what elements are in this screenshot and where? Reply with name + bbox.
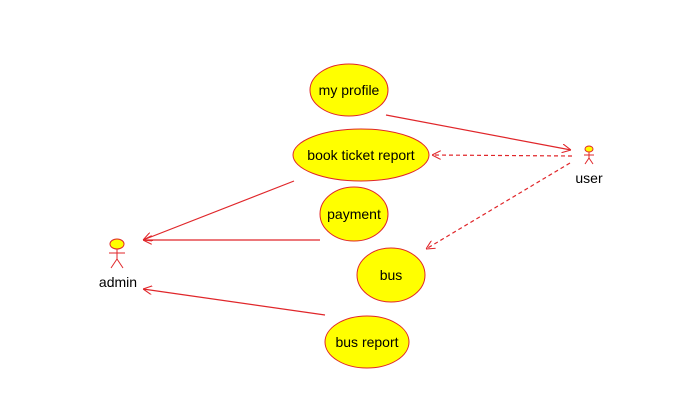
relation-user-to-book-ticket-report — [432, 155, 573, 156]
admin-actor-icon[interactable] — [109, 238, 125, 269]
relation-bus-report-to-admin — [143, 289, 326, 316]
relation-user-to-bus — [426, 162, 571, 249]
user-actor-icon[interactable] — [584, 145, 594, 165]
usecase-book-ticket-report[interactable] — [292, 128, 430, 182]
actor-label-admin: admin — [98, 274, 138, 290]
usecase-bus-report[interactable] — [324, 315, 410, 369]
actor-label-user: user — [575, 170, 603, 186]
usecase-bus[interactable] — [356, 247, 426, 303]
relation-my-profile-to-user — [385, 114, 571, 150]
usecase-my-profile[interactable] — [309, 63, 389, 117]
relation-book-ticket-report-to-admin — [143, 180, 295, 240]
usecase-payment[interactable] — [319, 186, 389, 242]
